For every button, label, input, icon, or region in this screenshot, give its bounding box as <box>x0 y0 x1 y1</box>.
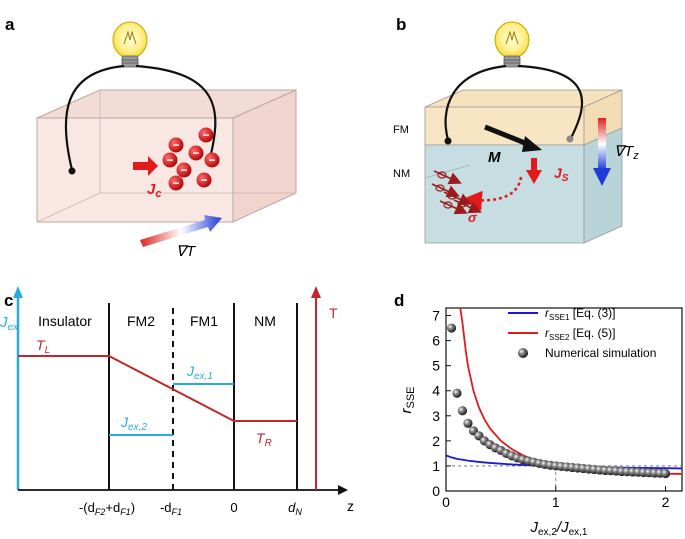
charge-4: − <box>188 145 204 161</box>
charge-3: − <box>162 152 178 168</box>
temperature-gradient-arrow-icon <box>140 215 222 247</box>
y-axis-label-d: rSSE <box>398 386 417 413</box>
vertical-gradient-arrow-icon <box>593 118 611 186</box>
region-insulator: Insulator <box>38 313 92 329</box>
panel-a-label: a <box>5 15 15 34</box>
charge-6: − <box>204 152 220 168</box>
svg-text:−: − <box>166 153 173 167</box>
jex2-label: Jex,2 <box>120 414 147 433</box>
wire-right-b <box>517 64 584 139</box>
sim-point-3 <box>457 406 468 416</box>
y-tick-label-7: 7 <box>432 308 440 324</box>
light-bulb-icon-b <box>494 21 530 68</box>
sim-point-40 <box>660 468 671 479</box>
y-tick-label-1: 1 <box>432 458 440 474</box>
sigma-label: σ <box>468 210 478 225</box>
plot-frame <box>445 307 683 492</box>
tick-dF2-dF1: -(dF2+dF1) <box>79 500 135 517</box>
spin-arrow-1 <box>433 170 462 185</box>
sim-point-1 <box>446 323 457 333</box>
magnetization-arrow-icon <box>484 124 542 152</box>
wire-left <box>64 64 125 171</box>
y-tick-label-2: 2 <box>432 433 440 449</box>
legend-entry-sim: Numerical simulation <box>545 346 656 360</box>
panel-a: a Jc −−−−−−−− ∇T <box>5 15 297 260</box>
y-tick-label-3: 3 <box>432 408 440 424</box>
y-tick-label-5: 5 <box>432 358 440 374</box>
spin-current-arrow-icon <box>526 158 542 184</box>
jex-axis-label: Jex <box>0 314 19 333</box>
charge-8: − <box>196 172 212 188</box>
charge-1: − <box>168 137 184 153</box>
spin-return-path <box>462 176 523 211</box>
nm-side <box>583 127 623 244</box>
svg-text:−: − <box>202 128 209 142</box>
tr-label: TR <box>256 430 272 449</box>
svg-text:−: − <box>172 176 179 190</box>
panel-b-label: b <box>396 15 406 34</box>
charge-5: − <box>176 162 192 178</box>
charge-cluster: −−−−−−−− <box>162 127 220 191</box>
spin-arrows <box>431 170 482 215</box>
legend-entry-sse2: rSSE2 [Eq. (5)] <box>545 326 615 342</box>
contact-left <box>68 167 76 175</box>
legend-entry-sse1: rSSE1 [Eq. (3)] <box>545 306 615 322</box>
sim-point-4 <box>463 418 473 428</box>
t-axis-label: T <box>329 305 338 321</box>
legend-swatch-sim <box>518 348 528 358</box>
gradient-label-a: ∇T <box>176 243 197 260</box>
wire-right <box>135 64 217 159</box>
m-label: M <box>488 149 501 166</box>
x-tick-label-2: 2 <box>662 494 670 510</box>
tick-dN: dN <box>288 500 302 517</box>
legend-d: rSSE1 [Eq. (3)] rSSE2 [Eq. (5)] Numerica… <box>508 306 656 360</box>
svg-text:−: − <box>180 163 187 177</box>
temperature-profile <box>18 355 297 422</box>
contact-right-b <box>566 135 574 143</box>
region-fm2: FM2 <box>127 313 155 329</box>
x-axis-label-d: Jex,2/Jex,1 <box>530 519 588 538</box>
y-tick-label-6: 6 <box>432 333 440 349</box>
panel-d: d 0 1 2 3 4 5 6 7 0 1 2 rSSE Jex,2/Jex,1 rSSE1 [Eq… <box>394 291 683 538</box>
charge-7: − <box>168 175 184 191</box>
panel-d-label: d <box>394 291 404 310</box>
svg-text:−: − <box>192 146 199 160</box>
region-fm1: FM1 <box>190 313 218 329</box>
x-tick-label-0: 0 <box>442 494 450 510</box>
x-tick-label-1: 1 <box>552 494 560 510</box>
tl-label: TL <box>36 337 50 356</box>
js-label: JS <box>554 165 569 184</box>
contact-left-b <box>444 137 452 145</box>
panel-b: b FM NM M JS <box>393 15 639 244</box>
spin-arrow-3 <box>443 191 472 206</box>
wire-left-b <box>444 64 507 141</box>
svg-text:−: − <box>208 153 215 167</box>
charge-2: − <box>198 127 214 143</box>
light-bulb-icon <box>112 21 148 68</box>
fm-label: FM <box>393 124 409 136</box>
svg-text:−: − <box>200 173 207 187</box>
chart-d: 0 1 2 3 4 5 6 7 0 1 2 <box>432 307 683 510</box>
current-arrow-icon <box>133 156 158 176</box>
y-tick-label-4: 4 <box>432 383 440 399</box>
spin-arrow-5 <box>439 200 468 215</box>
panel-c-label: c <box>4 291 13 310</box>
panel-c: c Jex z T Insulator FM2 FM1 NM TL TR Jex… <box>0 286 354 517</box>
region-nm: NM <box>254 313 276 329</box>
y-tick-label-0: 0 <box>432 483 440 499</box>
current-label: Jc <box>147 181 161 200</box>
svg-text:−: − <box>172 138 179 152</box>
nm-label: NM <box>393 168 410 180</box>
jex1-label: Jex,1 <box>186 363 213 382</box>
sim-point-2 <box>452 388 462 398</box>
gradient-label-b: ∇Tz <box>614 143 639 162</box>
tick-dF1: -dF1 <box>160 500 182 517</box>
spin-arrow-2 <box>431 183 460 198</box>
tick-zero: 0 <box>230 500 237 515</box>
z-axis-label: z <box>347 498 354 514</box>
series-numerical-simulation <box>446 323 671 479</box>
